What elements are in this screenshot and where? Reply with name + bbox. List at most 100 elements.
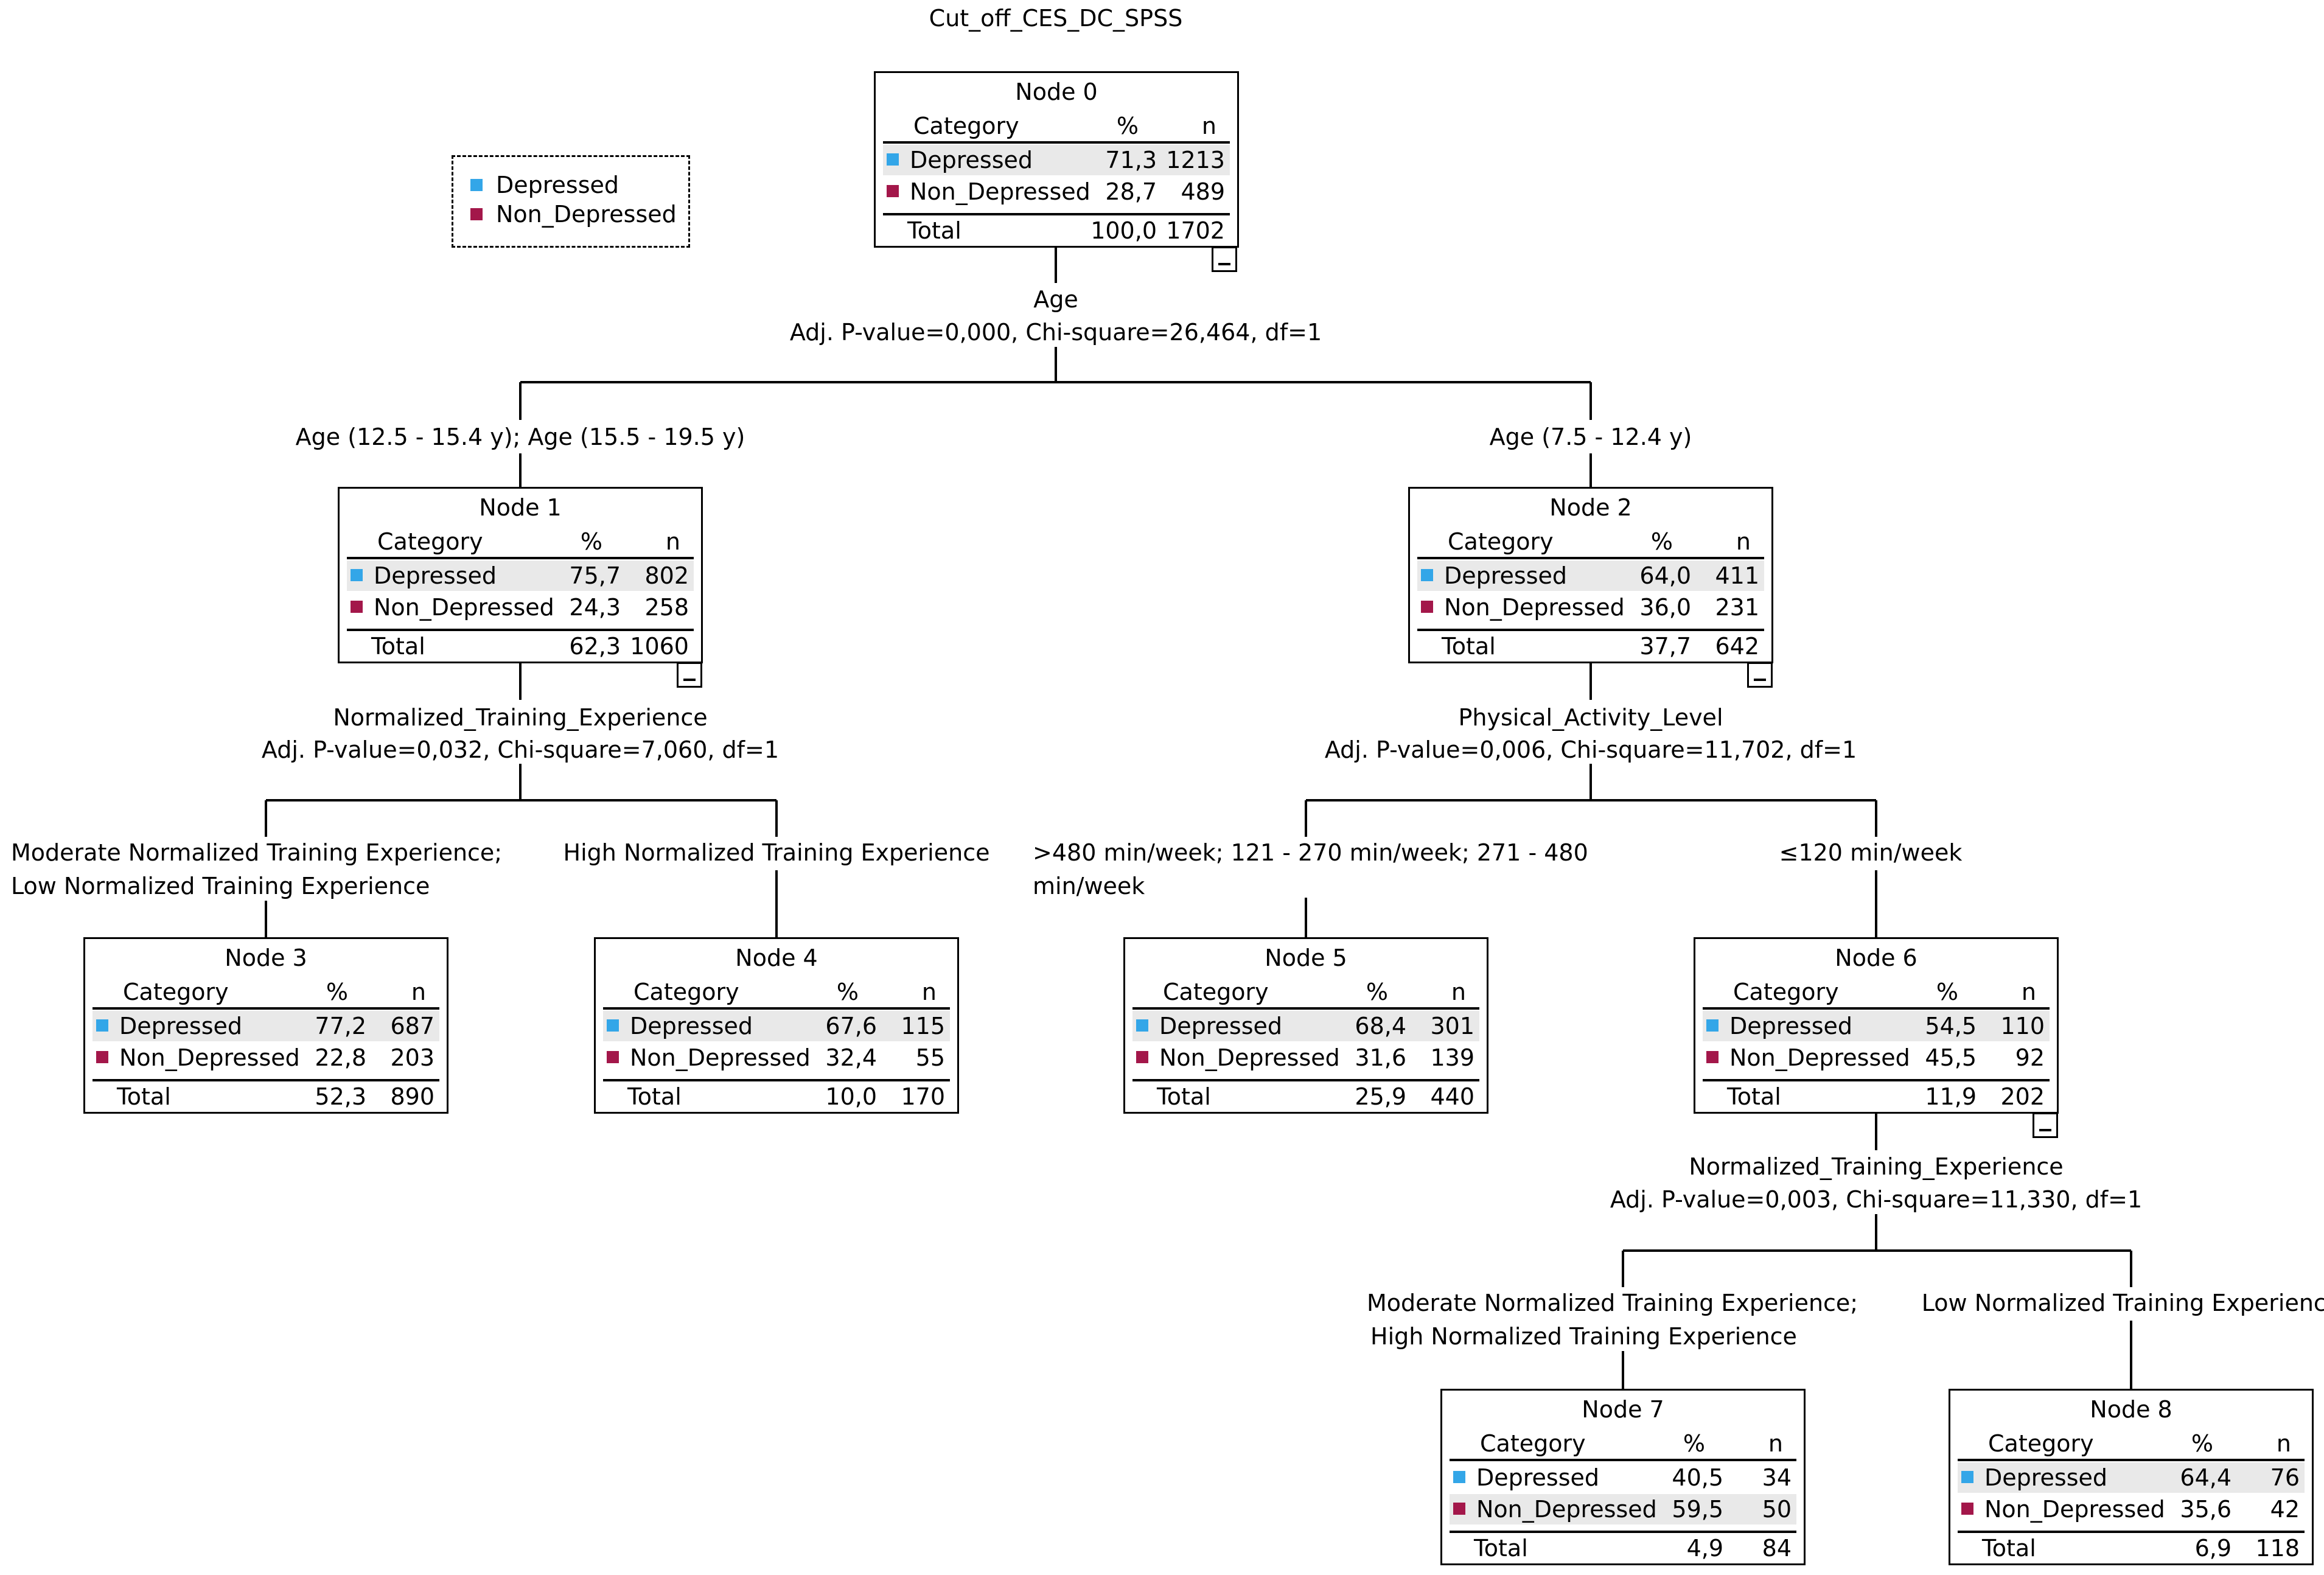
branch-label-node3-line2: Low Normalized Training Experience bbox=[11, 873, 430, 899]
diagram-title: Cut_off_CES_DC_SPSS bbox=[929, 5, 1183, 32]
branch-label-node3-line1: Moderate Normalized Training Experience; bbox=[11, 839, 503, 866]
node-title: Node 2 bbox=[1549, 494, 1632, 521]
split-variable-physical-activity: Physical_Activity_Level bbox=[1458, 704, 1723, 731]
branch-label-node5-line1: >480 min/week; 121 - 270 min/week; 271 -… bbox=[1033, 839, 1588, 866]
node-title: Node 0 bbox=[1015, 79, 1098, 105]
branch-label-node1: Age (12.5 - 15.4 y); Age (15.5 - 19.5 y) bbox=[295, 424, 745, 450]
branch-label-node8: Low Normalized Training Experience bbox=[1921, 1290, 2324, 1316]
node0-collapse-button[interactable] bbox=[1212, 246, 1237, 272]
node-header-row: Category%n bbox=[1132, 977, 1479, 1010]
legend: Depressed Non_Depressed bbox=[452, 155, 690, 248]
branch-label-node5-line2: min/week bbox=[1033, 873, 1145, 899]
non-depressed-swatch-icon bbox=[887, 185, 899, 197]
non-depressed-swatch-icon bbox=[607, 1051, 619, 1063]
branch-label-node4: High Normalized Training Experience bbox=[563, 839, 990, 866]
node-header-row: Category%n bbox=[1450, 1428, 1796, 1461]
node1-collapse-button[interactable] bbox=[677, 662, 702, 688]
node-header-row: Category%n bbox=[92, 977, 439, 1010]
non-depressed-swatch-icon bbox=[1706, 1051, 1719, 1063]
depressed-swatch-icon bbox=[1961, 1471, 1973, 1483]
depressed-swatch-icon bbox=[351, 569, 363, 581]
non-depressed-swatch-icon bbox=[96, 1051, 108, 1063]
non-depressed-swatch-icon bbox=[1961, 1503, 1973, 1515]
node6-collapse-button[interactable] bbox=[2033, 1112, 2058, 1138]
node-header-row: Category%n bbox=[347, 526, 694, 559]
node-title: Node 7 bbox=[1582, 1396, 1664, 1423]
depressed-swatch-icon bbox=[1136, 1019, 1148, 1032]
branch-label-node6: ≤120 min/week bbox=[1779, 839, 1963, 866]
split-stats-training-exp-2: Adj. P-value=0,003, Chi-square=11,330, d… bbox=[1610, 1186, 2143, 1213]
node-title: Node 5 bbox=[1265, 945, 1347, 971]
non-depressed-swatch-icon bbox=[1136, 1051, 1148, 1063]
split-variable-training-exp-2: Normalized_Training_Experience bbox=[1689, 1153, 2064, 1180]
non-depressed-swatch-icon bbox=[470, 208, 483, 220]
node-header-row: Category%n bbox=[603, 977, 950, 1010]
split-stats-training-exp-1: Adj. P-value=0,032, Chi-square=7,060, df… bbox=[261, 736, 780, 763]
node-title: Node 4 bbox=[735, 945, 818, 971]
split-variable-training-exp-1: Normalized_Training_Experience bbox=[333, 704, 708, 731]
split-stats-physical-activity: Adj. P-value=0,006, Chi-square=11,702, d… bbox=[1324, 736, 1857, 763]
node-header-row: Category%n bbox=[883, 111, 1230, 144]
branch-label-node2: Age (7.5 - 12.4 y) bbox=[1489, 424, 1692, 450]
depressed-swatch-icon bbox=[607, 1019, 619, 1032]
non-depressed-swatch-icon bbox=[351, 601, 363, 613]
depressed-swatch-icon bbox=[1421, 569, 1433, 581]
node-title: Node 3 bbox=[225, 945, 307, 971]
depressed-swatch-icon bbox=[1453, 1471, 1465, 1483]
node-header-row: Category%n bbox=[1417, 526, 1764, 559]
non-depressed-swatch-icon bbox=[1421, 601, 1433, 613]
depressed-swatch-icon bbox=[96, 1019, 108, 1032]
depressed-swatch-icon bbox=[470, 179, 483, 191]
node2-collapse-button[interactable] bbox=[1747, 662, 1773, 688]
node-header-row: Category%n bbox=[1958, 1428, 2305, 1461]
branch-label-node7-line2: High Normalized Training Experience bbox=[1370, 1323, 1797, 1350]
node-header-row: Category%n bbox=[1703, 977, 2050, 1010]
branch-label-node7-line1: Moderate Normalized Training Experience; bbox=[1367, 1290, 1858, 1316]
split-stats-age: Adj. P-value=0,000, Chi-square=26,464, d… bbox=[789, 319, 1322, 346]
non-depressed-swatch-icon bbox=[1453, 1503, 1465, 1515]
depressed-swatch-icon bbox=[1706, 1019, 1719, 1032]
node-title: Node 6 bbox=[1835, 945, 1917, 971]
split-variable-age: Age bbox=[1033, 286, 1078, 313]
depressed-swatch-icon bbox=[887, 153, 899, 166]
node-title: Node 1 bbox=[479, 494, 562, 521]
